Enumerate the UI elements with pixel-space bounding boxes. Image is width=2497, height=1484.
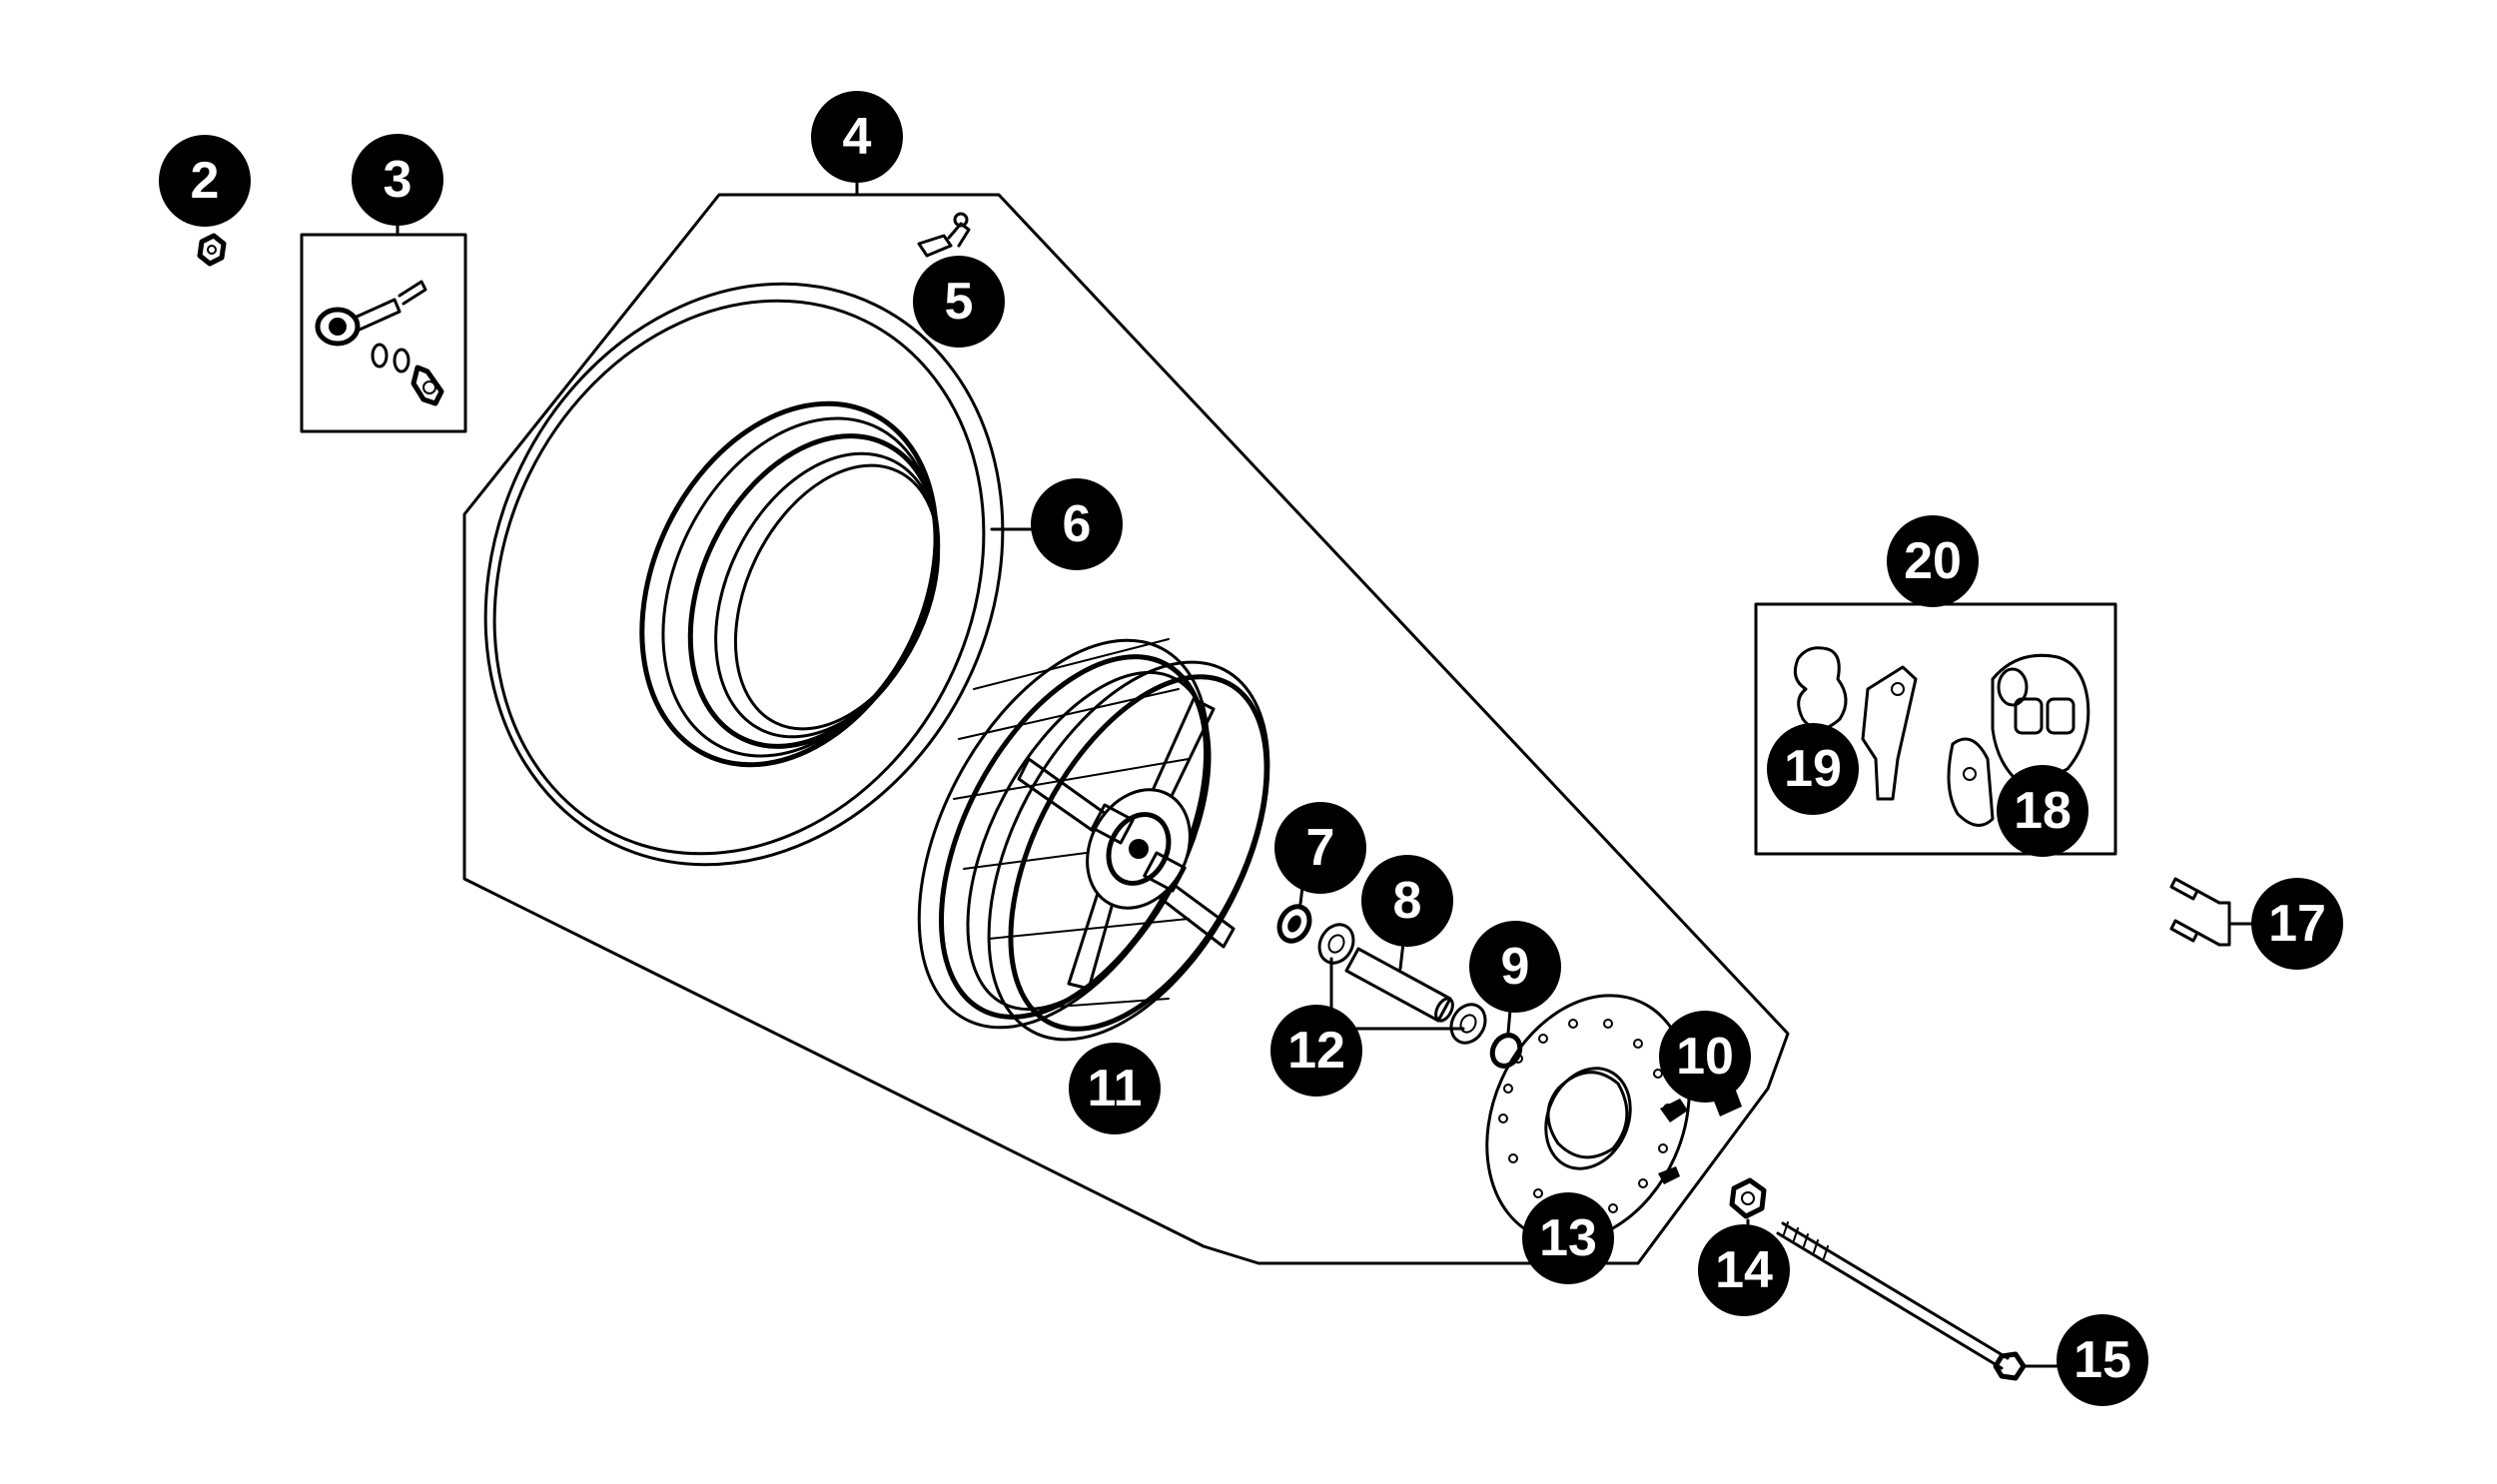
svg-text:5: 5 bbox=[945, 273, 974, 331]
svg-text:2: 2 bbox=[191, 152, 220, 210]
callout-3: 3 bbox=[352, 134, 443, 226]
part-6-tire bbox=[483, 282, 1046, 867]
callout-19: 19 bbox=[1767, 723, 1859, 815]
svg-text:8: 8 bbox=[1393, 872, 1422, 930]
svg-text:9: 9 bbox=[1501, 938, 1530, 996]
callout-15: 15 bbox=[2057, 1314, 2148, 1406]
callout-20: 20 bbox=[1887, 515, 1979, 607]
callout-5: 5 bbox=[913, 256, 1005, 348]
part-12-bearing-b bbox=[1449, 1003, 1487, 1045]
svg-text:12: 12 bbox=[1287, 1022, 1345, 1080]
part-5-valve-stem bbox=[917, 212, 971, 258]
callout-7: 7 bbox=[1274, 802, 1366, 894]
svg-text:6: 6 bbox=[1063, 495, 1092, 553]
part-17-caliper-bolts bbox=[2169, 877, 2259, 947]
callout-12: 12 bbox=[1270, 1005, 1362, 1097]
part-18-caliper bbox=[1947, 653, 2090, 827]
callout-11: 11 bbox=[1069, 1043, 1161, 1134]
svg-text:14: 14 bbox=[1715, 1241, 1773, 1299]
svg-text:10: 10 bbox=[1676, 1028, 1734, 1086]
callout-10: 10 bbox=[1659, 1011, 1751, 1103]
svg-text:17: 17 bbox=[2268, 895, 2326, 953]
svg-text:3: 3 bbox=[384, 151, 413, 209]
callout-13: 13 bbox=[1522, 1192, 1614, 1284]
svg-text:7: 7 bbox=[1306, 819, 1335, 877]
svg-text:18: 18 bbox=[2014, 782, 2072, 840]
assembly-4-outline bbox=[462, 193, 1790, 1265]
callout-9: 9 bbox=[1469, 921, 1561, 1013]
svg-text:15: 15 bbox=[2074, 1331, 2131, 1389]
svg-text:19: 19 bbox=[1784, 740, 1842, 798]
part-3-valve-kit bbox=[300, 202, 467, 433]
callout-14: 14 bbox=[1698, 1224, 1790, 1316]
part-19-brake-pads bbox=[1793, 646, 1918, 801]
callout-17: 17 bbox=[2251, 878, 2343, 970]
svg-text:20: 20 bbox=[1904, 532, 1962, 590]
callout-6: 6 bbox=[1031, 478, 1123, 570]
callout-18: 18 bbox=[1997, 765, 2088, 857]
svg-text:11: 11 bbox=[1088, 1060, 1143, 1117]
part-11-wheel-rim bbox=[917, 638, 1270, 1071]
callout-2: 2 bbox=[159, 135, 251, 227]
callout-4: 4 bbox=[811, 91, 903, 183]
part-8-spacer bbox=[1344, 932, 1454, 1023]
part-2-nut bbox=[197, 233, 227, 267]
part-12-bearing-a bbox=[1317, 923, 1355, 965]
svg-text:13: 13 bbox=[1539, 1209, 1597, 1267]
svg-text:4: 4 bbox=[843, 108, 872, 166]
part-15-axle bbox=[1776, 1221, 2060, 1381]
callout-8: 8 bbox=[1361, 855, 1453, 947]
